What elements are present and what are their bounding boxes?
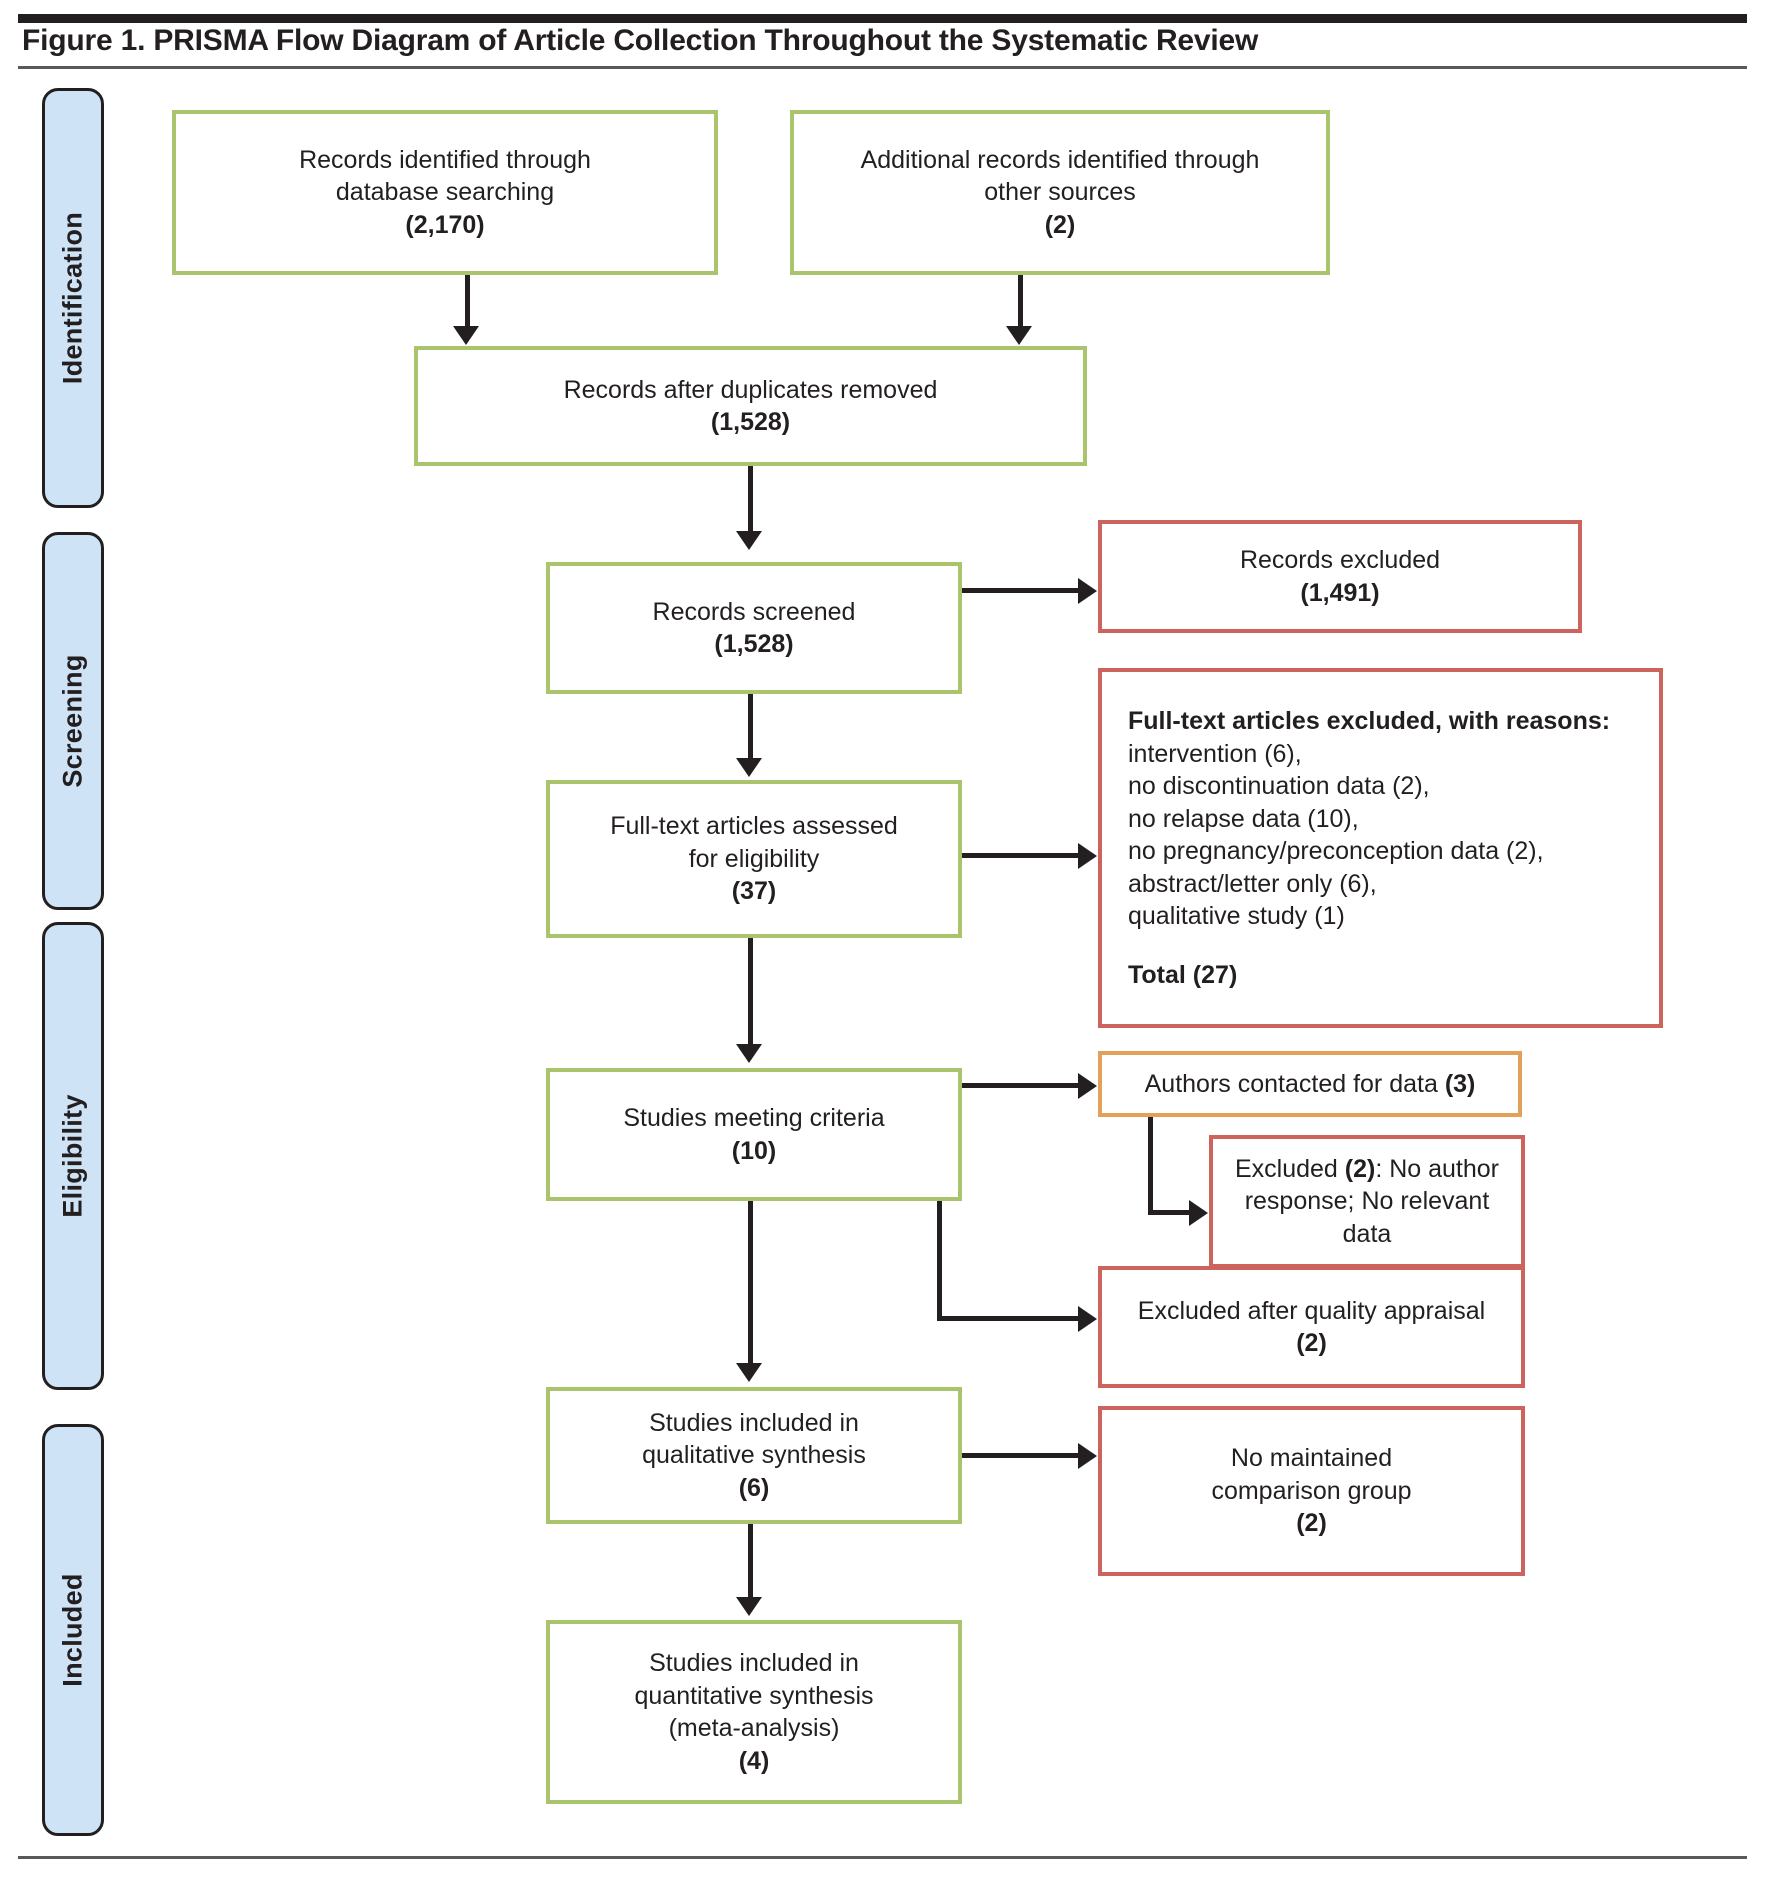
arrowhead-other-to-dedup	[1006, 326, 1032, 345]
node-author-response-excluded: Excluded (2): No author response; No rel…	[1209, 1135, 1525, 1268]
fulltext-assessed-line2: for eligibility	[688, 844, 820, 873]
node-records-identified-database: Records identified through database sear…	[172, 110, 718, 275]
stage-included: Included	[42, 1424, 104, 1836]
fulltext-excluded-reason-3: no relapse data (10),	[1128, 804, 1359, 833]
arrowhead-qualitative-to-nocomparison	[1078, 1443, 1097, 1469]
connector-meeting-to-authors	[962, 1083, 1082, 1088]
node-records-after-duplicates: Records after duplicates removed (1,528)	[414, 346, 1087, 466]
connector-qualitative-to-quantitative	[748, 1524, 753, 1601]
quantitative-line2: quantitative synthesis	[634, 1681, 874, 1710]
fulltext-excluded-reason-1: intervention (6),	[1128, 739, 1302, 768]
no-comparison-line1: No maintained	[1230, 1444, 1393, 1473]
footer-rule	[18, 1856, 1747, 1859]
arrowhead-dedup-to-screened	[736, 531, 762, 550]
fulltext-excluded-heading: Full-text articles excluded, with reason…	[1128, 707, 1611, 735]
authors-contacted-count: (3)	[1444, 1069, 1476, 1098]
fulltext-excluded-total: Total (27)	[1128, 960, 1238, 989]
author-excluded-post: : No author	[1375, 1154, 1500, 1183]
connector-meeting-to-quality-vertical	[937, 1201, 942, 1321]
fulltext-excluded-reason-4: no pregnancy/preconception data (2),	[1128, 837, 1544, 865]
quantitative-line1: Studies included in	[649, 1649, 859, 1677]
node-authors-contacted: Authors contacted for data (3)	[1098, 1051, 1522, 1117]
qualitative-line1: Studies included in	[649, 1408, 859, 1437]
stage-eligibility-label: Eligibility	[57, 1094, 88, 1218]
author-excluded-count: (2)	[1344, 1154, 1376, 1183]
records-db-line2: database searching	[335, 178, 555, 207]
header-rule-top	[18, 14, 1747, 23]
connector-dedup-to-screened	[748, 466, 753, 535]
quantitative-line3: (meta-analysis)	[668, 1714, 840, 1742]
stage-screening: Screening	[42, 532, 104, 910]
records-screened-count: (1,528)	[714, 630, 794, 658]
connector-db-to-dedup	[465, 275, 470, 330]
arrowhead-qualitative-to-quantitative	[736, 1597, 762, 1616]
after-duplicates-count: (1,528)	[710, 408, 791, 436]
author-excluded-pre: Excluded	[1234, 1154, 1345, 1183]
records-other-line2: other sources	[984, 178, 1136, 207]
fulltext-excluded-reason-5: abstract/letter only (6),	[1128, 869, 1377, 898]
quality-excluded-count: (2)	[1296, 1329, 1327, 1357]
stage-screening-label: Screening	[57, 654, 88, 788]
fulltext-assessed-line1: Full-text articles assessed	[610, 812, 898, 841]
no-comparison-line2: comparison group	[1211, 1476, 1412, 1505]
connector-screened-to-fulltext	[748, 694, 753, 762]
node-records-screened: Records screened (1,528)	[546, 562, 962, 694]
node-excluded-quality-appraisal: Excluded after quality appraisal (2)	[1098, 1266, 1525, 1388]
connector-qualitative-to-nocomparison	[962, 1453, 1082, 1458]
fulltext-excluded-spacer	[1128, 933, 1649, 959]
stage-included-label: Included	[57, 1573, 88, 1687]
connector-screened-to-excluded	[962, 588, 1082, 593]
fulltext-excluded-reason-2: no discontinuation data (2),	[1128, 772, 1430, 800]
records-other-line1: Additional records identified through	[860, 145, 1260, 174]
qualitative-count: (6)	[738, 1473, 770, 1502]
quality-excluded-line1: Excluded after quality appraisal	[1137, 1296, 1486, 1325]
connector-authors-to-excluded-horizontal	[1148, 1210, 1193, 1215]
authors-contacted-text: Authors contacted for data	[1144, 1069, 1445, 1098]
header-rule-bottom	[18, 66, 1747, 69]
connector-meeting-to-qualitative	[748, 1201, 753, 1367]
records-other-count: (2)	[1044, 210, 1076, 239]
connector-other-to-dedup	[1018, 275, 1023, 330]
stage-identification-label: Identification	[57, 211, 88, 385]
node-records-excluded: Records excluded (1,491)	[1098, 520, 1582, 633]
stage-identification: Identification	[42, 88, 104, 508]
node-studies-quantitative-synthesis: Studies included in quantitative synthes…	[546, 1620, 962, 1804]
records-db-count: (2,170)	[405, 210, 485, 239]
no-comparison-count: (2)	[1296, 1509, 1327, 1538]
arrowhead-meeting-to-qualitative	[736, 1363, 762, 1382]
connector-meeting-to-quality-horizontal	[937, 1316, 1082, 1321]
studies-meeting-line1: Studies meeting criteria	[623, 1104, 885, 1132]
node-no-maintained-comparison: No maintained comparison group (2)	[1098, 1406, 1525, 1576]
arrowhead-screened-to-fulltext	[736, 758, 762, 777]
after-duplicates-line1: Records after duplicates removed	[563, 375, 938, 404]
records-db-line1: Records identified through	[299, 145, 591, 174]
connector-fulltext-to-excluded	[962, 853, 1082, 858]
node-fulltext-assessed: Full-text articles assessed for eligibil…	[546, 780, 962, 938]
author-excluded-line2: response; No relevant data	[1244, 1187, 1490, 1248]
arrowhead-authors-to-excluded	[1189, 1200, 1208, 1226]
records-excluded-count: (1,491)	[1300, 578, 1380, 607]
arrowhead-meeting-to-quality	[1078, 1306, 1097, 1332]
figure-title: Figure 1. PRISMA Flow Diagram of Article…	[22, 24, 1259, 57]
fulltext-assessed-count: (37)	[731, 877, 777, 906]
records-screened-line1: Records screened	[652, 597, 856, 626]
node-records-identified-other: Additional records identified through ot…	[790, 110, 1330, 275]
node-studies-meeting-criteria: Studies meeting criteria (10)	[546, 1068, 962, 1201]
quantitative-count: (4)	[738, 1746, 770, 1775]
arrowhead-db-to-dedup	[453, 326, 479, 345]
arrowhead-screened-to-excluded	[1078, 578, 1097, 604]
records-excluded-line1: Records excluded	[1239, 546, 1441, 574]
connector-fulltext-to-meeting	[748, 938, 753, 1048]
arrowhead-fulltext-to-meeting	[736, 1044, 762, 1063]
connector-authors-to-excluded-vertical	[1148, 1117, 1153, 1215]
fulltext-excluded-reason-6: qualitative study (1)	[1128, 902, 1345, 930]
arrowhead-fulltext-to-excluded	[1078, 843, 1097, 869]
qualitative-line2: qualitative synthesis	[642, 1441, 866, 1470]
node-studies-qualitative-synthesis: Studies included in qualitative synthesi…	[546, 1387, 962, 1524]
node-fulltext-excluded: Full-text articles excluded, with reason…	[1098, 668, 1663, 1028]
studies-meeting-count: (10)	[731, 1136, 777, 1165]
stage-eligibility: Eligibility	[42, 922, 104, 1390]
arrowhead-meeting-to-authors	[1078, 1073, 1097, 1099]
